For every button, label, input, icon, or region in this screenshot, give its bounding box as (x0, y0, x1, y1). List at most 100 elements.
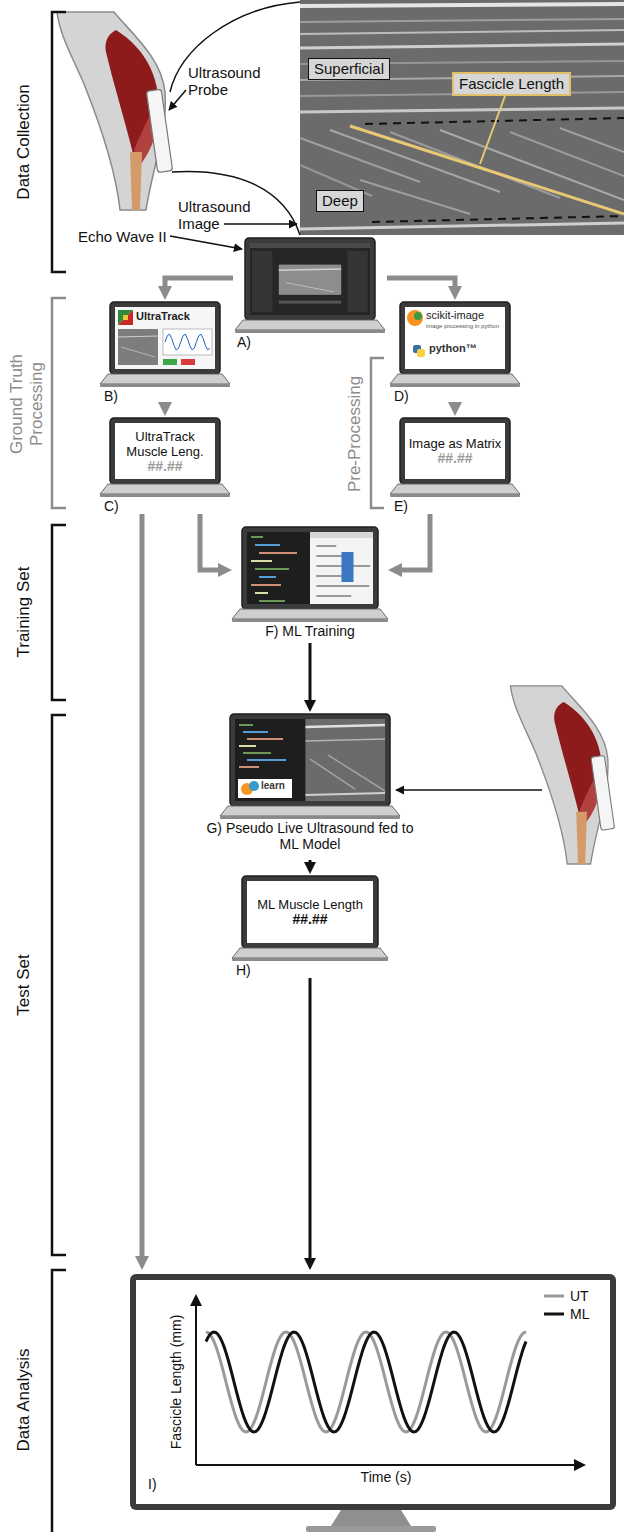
laptop-node: UltraTrackB) (100, 300, 230, 404)
laptop-icon (252, 251, 272, 312)
monitor-icon (544, 1313, 564, 1316)
laptop-icon (249, 781, 259, 791)
laptop-icon (286, 283, 334, 292)
laptop-icon (259, 600, 285, 602)
laptop-node: scikit-imageimage processing in pythonpy… (390, 300, 520, 404)
flow-arrow (200, 514, 221, 570)
laptop-icon (259, 552, 297, 554)
laptop-icon (239, 745, 256, 747)
leader-arrow (170, 236, 242, 249)
flow-arrow (309, 978, 312, 1260)
value-text: ##.## (437, 451, 472, 466)
step-label: F) ML Training (232, 623, 388, 639)
ultrasound-image (350, 126, 624, 214)
section-label: Test Set (14, 835, 34, 1135)
laptop-icon (239, 724, 253, 726)
flow-arrow (163, 402, 168, 408)
laptop-icon (235, 320, 385, 330)
laptop-icon (247, 738, 283, 740)
screen-text-area: UltraTrack Muscle Leng.##.## (118, 425, 212, 477)
laptop-icon (250, 243, 370, 248)
section-label: Training Set (14, 527, 34, 697)
screen-text-area: ML Muscle Length##.## (250, 883, 370, 941)
laptop-icon (247, 881, 373, 943)
laptop-icon (110, 418, 220, 484)
flow-arrow (309, 860, 312, 864)
monitor-icon (190, 1294, 202, 1306)
leg-illustration (130, 152, 142, 210)
leader-arrow (169, 90, 542, 790)
laptop-icon (251, 536, 263, 538)
leg-illustration (57, 12, 173, 210)
laptop-icon (100, 494, 230, 497)
laptop-icon (220, 816, 400, 819)
probe-beam-line (170, 2, 300, 235)
monitor-icon (544, 1295, 564, 1298)
monitor-node: I)UTML (126, 1270, 620, 1532)
ultrasound-image (300, 108, 624, 112)
laptop-icon (232, 958, 388, 961)
monitor-icon (331, 1510, 411, 1526)
laptop-icon (310, 759, 355, 789)
laptop-icon (251, 560, 272, 562)
screen-text: UltraTrack (136, 310, 212, 323)
laptop-icon (245, 238, 375, 320)
laptop-icon (243, 731, 268, 733)
leg-illustration (146, 89, 172, 172)
step-label: H) (236, 962, 251, 978)
ultrasound-image (480, 96, 505, 164)
section-label: Data Analysis (14, 1275, 34, 1525)
ultrasound-image (330, 130, 500, 192)
laptop-node: F) ML Training (232, 525, 388, 643)
screen-text: image processing in python (426, 323, 503, 330)
section-bracket (52, 525, 66, 700)
laptop-icon (310, 532, 373, 538)
ultrasound-image (300, 30, 624, 34)
leader-arrow (169, 90, 186, 110)
monitor-icon (136, 1280, 610, 1504)
flow-arrow (309, 643, 312, 702)
monitor-icon (206, 1332, 526, 1432)
screen-text: scikit-image (426, 309, 503, 322)
laptop-icon (328, 755, 385, 791)
laptop-icon (279, 269, 341, 270)
tag-text: Deep (322, 192, 358, 210)
laptop-icon (417, 349, 425, 357)
laptop-icon (306, 725, 386, 727)
laptop-node: UltraTrack Muscle Leng.##.##C) (100, 416, 230, 514)
laptop-icon (239, 766, 259, 768)
probe-beam-line (172, 172, 300, 235)
laptop-icon (255, 544, 280, 546)
laptop-icon (306, 793, 386, 795)
section-bracket (52, 1270, 66, 1532)
laptop-icon (230, 714, 390, 806)
laptop-icon (405, 423, 505, 479)
step-label: B) (104, 388, 118, 404)
section-bracket (52, 298, 66, 508)
leader-arrow (224, 223, 297, 225)
section-label: Ground Truth Processing (7, 339, 47, 469)
ultrasound-image (300, 138, 420, 182)
monitor-icon (130, 1274, 616, 1510)
laptop-icon (400, 302, 510, 374)
screen-text-area: Image as Matrix##.## (408, 425, 502, 477)
laptop-icon (400, 418, 510, 484)
step-label: I) (148, 1476, 157, 1492)
monitor-icon (206, 1332, 526, 1432)
value-text: ##.## (147, 459, 182, 474)
laptop-icon (407, 310, 423, 326)
laptop-icon (110, 302, 220, 374)
ultrasound-image (560, 128, 624, 152)
ultrasound-image (300, 44, 624, 48)
laptop-icon (242, 527, 378, 609)
laptop-icon (100, 384, 230, 387)
laptop-icon (243, 752, 271, 754)
ultrasound-image (372, 216, 624, 222)
monitor-icon (195, 1304, 197, 1465)
leg-illustration (576, 812, 587, 864)
laptop-icon (100, 374, 230, 384)
annotation-label: Ultrasound Image (178, 198, 266, 232)
laptop-icon (233, 236, 387, 350)
laptop-icon (279, 265, 341, 295)
laptop-icon (165, 334, 210, 350)
